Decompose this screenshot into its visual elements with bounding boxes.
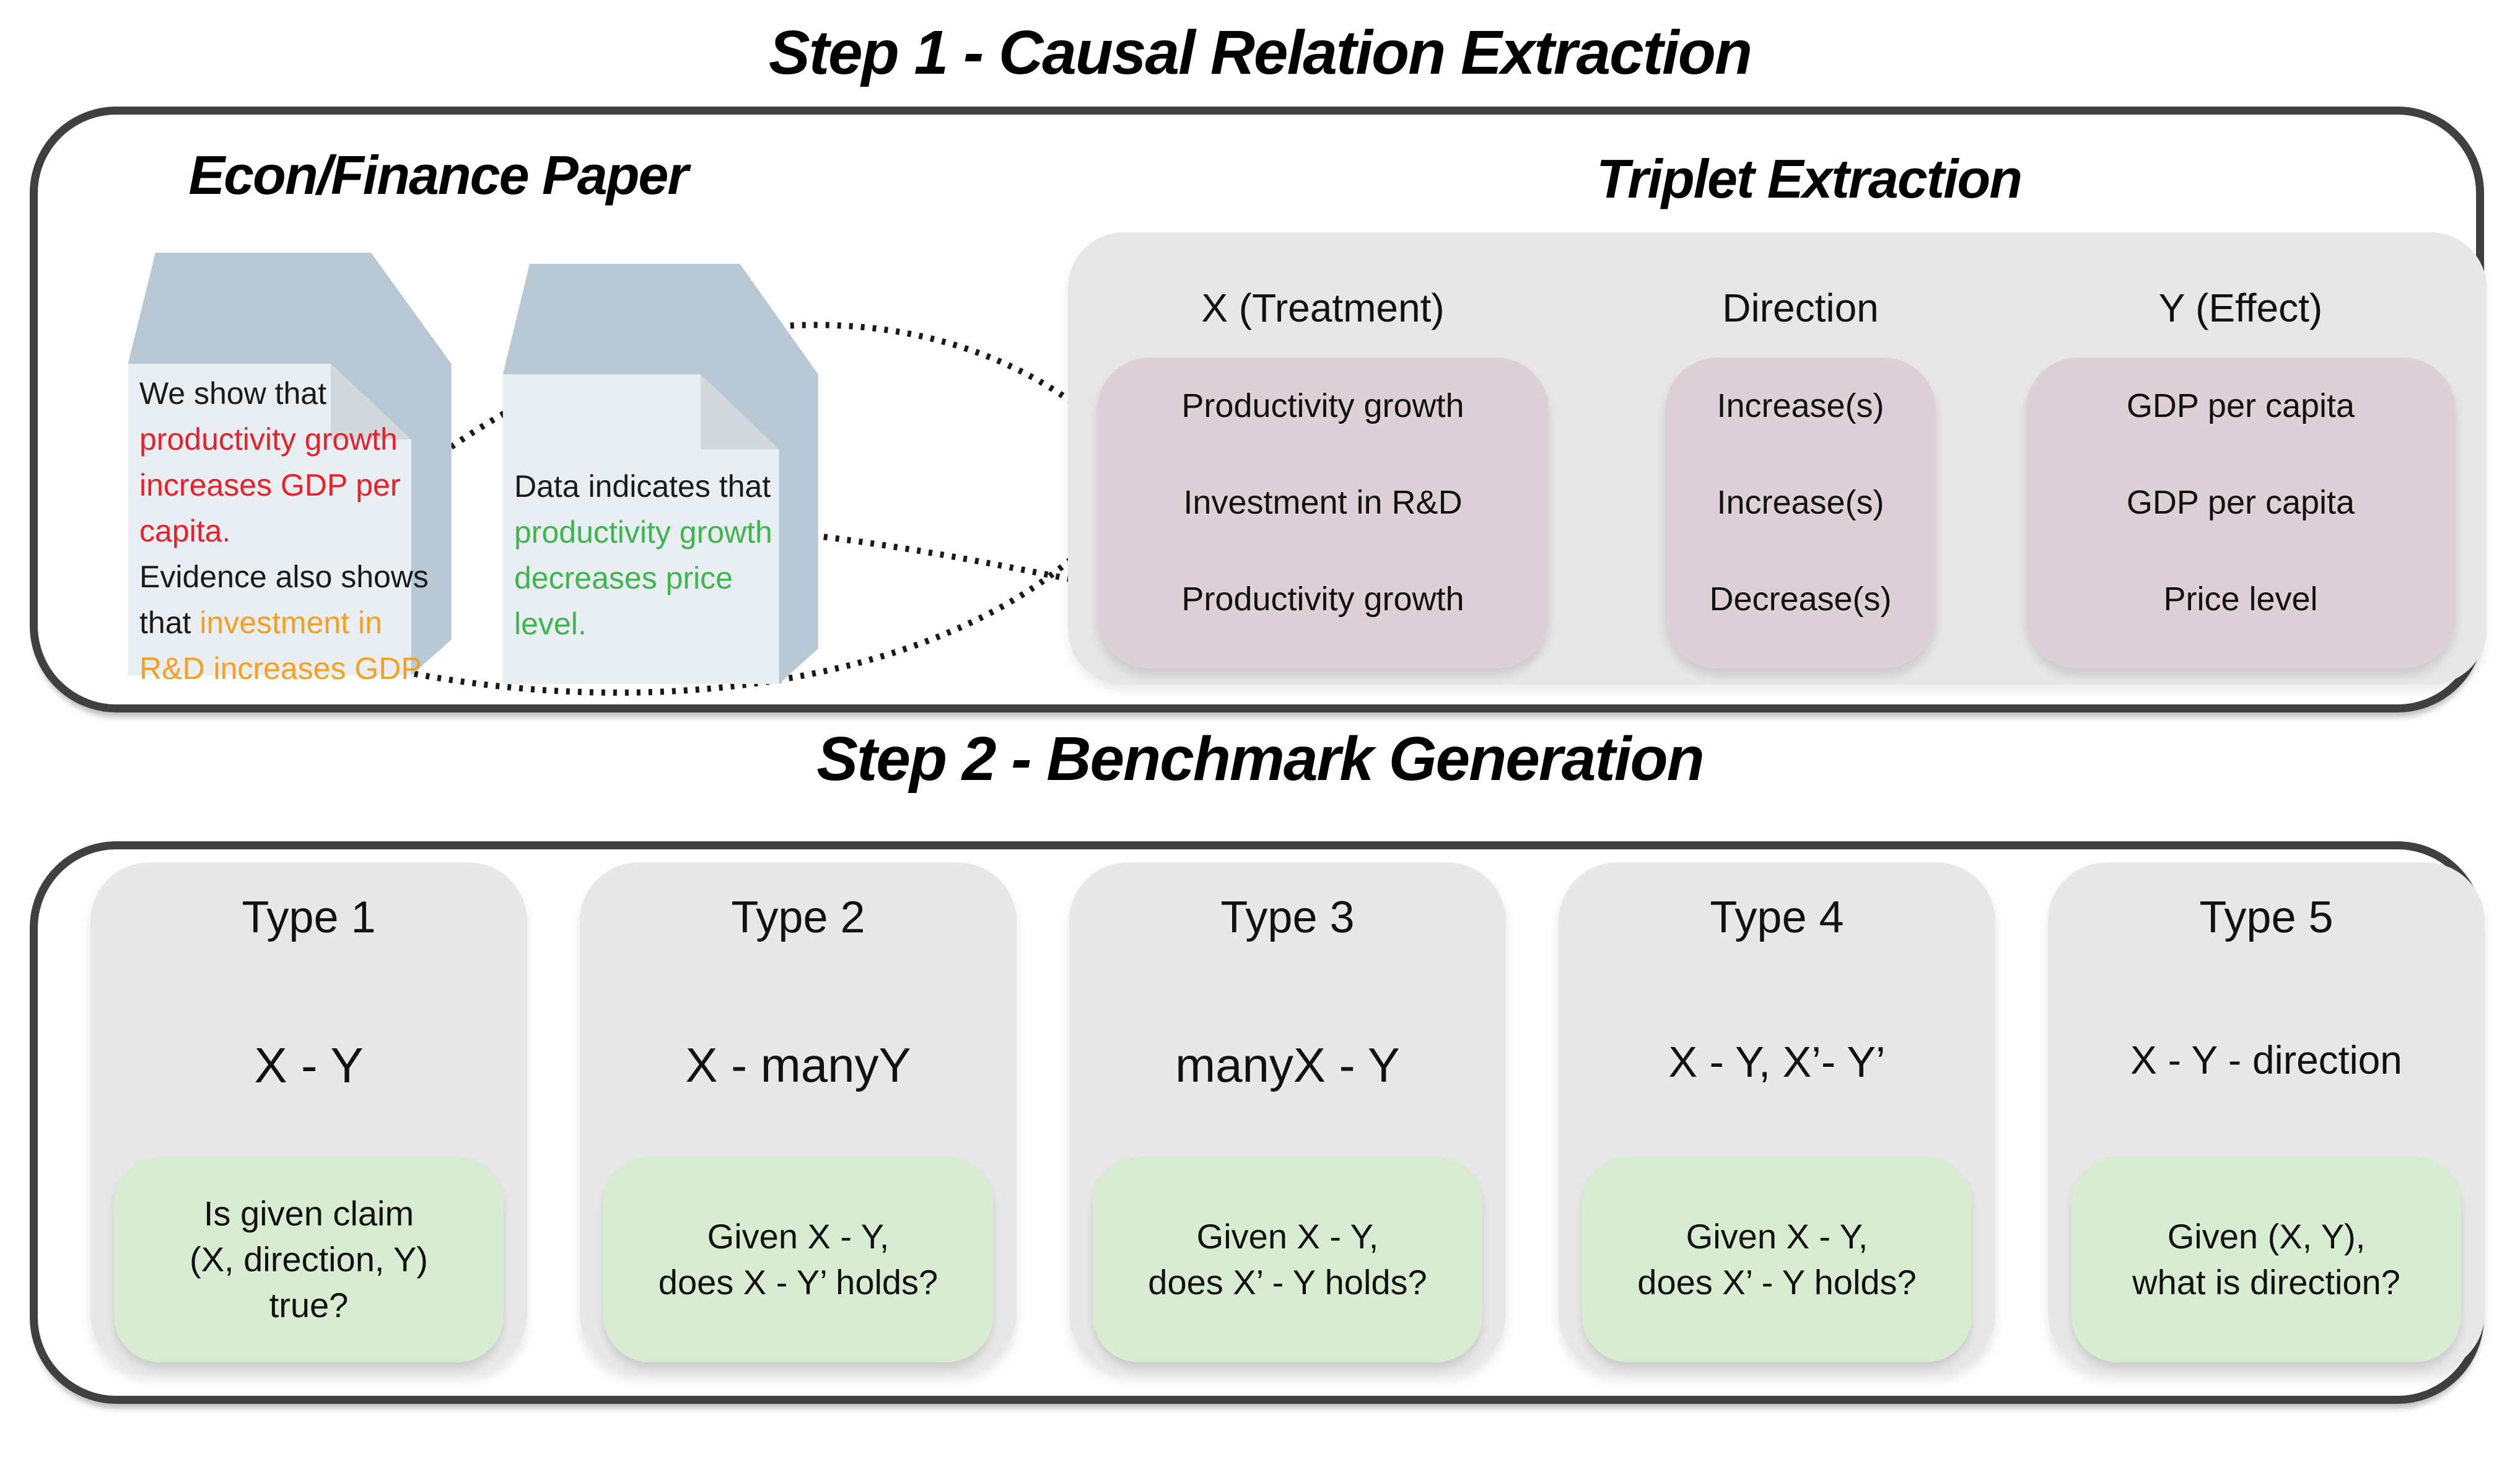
question-line: true? (269, 1286, 349, 1325)
doc-text-segment: that (139, 605, 200, 640)
document-1-text: We show that productivity growth increas… (139, 370, 429, 691)
econ-finance-paper-heading: Econ/Finance Paper (188, 144, 688, 206)
card-title: Type 1 (242, 893, 376, 942)
step2-title: Step 2 - Benchmark Generation (816, 724, 1704, 794)
question-line: what is direction? (2132, 1263, 2400, 1302)
type-card-5: Type 5 X - Y - direction Given (X, Y), w… (2048, 862, 2485, 1372)
triplet-cell: Decrease(s) (1709, 580, 1892, 618)
doc-text-segment: decreases price (514, 561, 733, 595)
question-line: does X - Y’ holds? (658, 1263, 938, 1302)
type-card-3: Type 3 manyX - Y Given X - Y, does X’ - … (1069, 862, 1506, 1372)
doc-line: Data indicates that (514, 463, 772, 509)
question-line: Given X - Y, (1686, 1217, 1868, 1256)
doc-line: R&D increases GDP (139, 646, 429, 691)
question-line: Given X - Y, (707, 1217, 890, 1256)
card-formula: X - Y - direction (2130, 1038, 2402, 1082)
triplet-cell: Productivity growth (1181, 387, 1464, 424)
doc-text-segment: productivity growth (139, 422, 398, 457)
triplet-column-direction: Increase(s) Increase(s) Decrease(s) (1665, 357, 1936, 668)
triplet-cell: Productivity growth (1181, 580, 1464, 618)
doc-line: capita. (139, 508, 429, 554)
document-2: Data indicates that productivity growth … (487, 242, 843, 684)
triplet-cell: GDP per capita (2126, 387, 2355, 424)
benchmark-cards-row: Type 1 X - Y Is given claim (X, directio… (90, 862, 2485, 1372)
document-1: We show that productivity growth increas… (112, 230, 477, 686)
question-box: Given (X, Y), what is direction? (2072, 1157, 2461, 1362)
doc-text-segment: Data indicates that (514, 469, 771, 504)
column-header-direction: Direction (1722, 286, 1879, 330)
question-box: Is given claim (X, direction, Y) true? (114, 1157, 504, 1362)
type-card-4: Type 4 X - Y, X’- Y’ Given X - Y, does X… (1559, 862, 1995, 1372)
triplet-cell: GDP per capita (2126, 484, 2355, 521)
doc-text-segment: We show that (139, 376, 327, 411)
triplet-cell: Price level (2163, 580, 2318, 618)
card-formula: manyX - Y (1175, 1038, 1400, 1092)
paper-face-shape (502, 374, 779, 684)
card-title: Type 4 (1710, 893, 1844, 942)
question-line: Given (X, Y), (2167, 1217, 2366, 1256)
doc-text-segment: capita. (139, 514, 231, 548)
triplet-cell: Investment in R&D (1183, 484, 1463, 521)
triplet-extraction-panel: X (Treatment) Direction Y (Effect) Produ… (1068, 232, 2487, 685)
doc-line: increases GDP per (139, 462, 429, 508)
question-line: does X’ - Y holds? (1148, 1263, 1427, 1302)
question-line: does X’ - Y holds? (1637, 1263, 1917, 1302)
card-title: Type 5 (2199, 893, 2334, 942)
type-card-2: Type 2 X - manyY Given X - Y, does X - Y… (580, 862, 1017, 1372)
triplet-cell: Increase(s) (1717, 387, 1884, 424)
doc-text-segment: increases GDP per (139, 468, 401, 502)
card-formula: X - Y, X’- Y’ (1668, 1038, 1886, 1086)
paper-face-shape (128, 364, 411, 675)
question-line: Is given claim (203, 1194, 414, 1233)
paper-icon (502, 263, 818, 684)
document-2-text: Data indicates that productivity growth … (514, 463, 772, 647)
doc-text-segment: R&D increases GDP (139, 651, 422, 686)
question-box: Given X - Y, does X’ - Y holds? (1582, 1157, 1972, 1362)
doc-line: We show that (139, 370, 429, 416)
triplet-column-treatment: Productivity growth Investment in R&D Pr… (1097, 357, 1549, 668)
question-box: Given X - Y, does X’ - Y holds? (1093, 1157, 1482, 1362)
question-box: Given X - Y, does X - Y’ holds? (603, 1157, 993, 1362)
column-header-treatment: X (Treatment) (1201, 286, 1445, 330)
card-title: Type 3 (1220, 893, 1355, 942)
doc-line: level. (514, 601, 772, 647)
doc-line: that investment in (139, 600, 429, 646)
doc-text-segment: Evidence also shows (139, 559, 429, 594)
step1-title: Step 1 - Causal Relation Extraction (769, 18, 1752, 87)
doc-text-segment: level. (514, 607, 587, 641)
question-line: (X, direction, Y) (190, 1240, 428, 1279)
triplet-column-effect: GDP per capita GDP per capita Price leve… (2026, 357, 2456, 668)
doc-line: productivity growth (514, 509, 772, 555)
paper-icon (128, 252, 452, 675)
card-formula: X - manyY (685, 1038, 911, 1092)
card-formula: X - Y (254, 1038, 364, 1093)
doc-line: productivity growth (139, 416, 429, 462)
column-header-effect: Y (Effect) (2158, 286, 2323, 330)
doc-line: Evidence also shows (139, 554, 429, 600)
triplet-extraction-heading: Triplet Extraction (1596, 148, 2023, 209)
card-title: Type 2 (731, 893, 865, 942)
triplet-cell: Increase(s) (1717, 484, 1884, 521)
type-card-1: Type 1 X - Y Is given claim (X, directio… (90, 862, 527, 1372)
doc-line: decreases price (514, 555, 772, 601)
doc-text-segment: productivity growth (514, 515, 772, 550)
doc-text-segment: investment in (199, 605, 382, 640)
question-line: Given X - Y, (1196, 1217, 1379, 1256)
